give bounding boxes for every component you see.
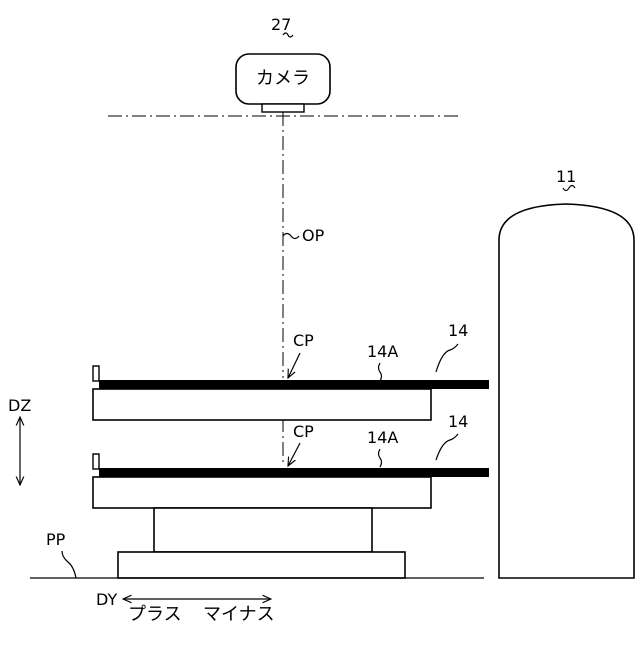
camera: 27 カメラ [236, 15, 330, 112]
lower-surface-leader [379, 449, 382, 467]
upper-table-top-plate [99, 380, 489, 389]
table-pedestal [118, 552, 405, 578]
lower-center-point-arrow [288, 443, 300, 466]
column-leader-line [563, 186, 575, 191]
upper-table-stopper [93, 366, 99, 381]
column-body [499, 204, 634, 578]
lower-table-leader [436, 434, 458, 460]
lower-center-point-label: CP [293, 422, 314, 441]
dy-minus-label: マイナス [203, 604, 275, 625]
optical-axis-label: OP [302, 226, 325, 245]
upper-center-point-arrow [288, 353, 300, 378]
lower-table-ref: 14 [448, 412, 468, 431]
table-support-column [154, 508, 372, 552]
column-ref-number: 11 [556, 167, 576, 186]
vertical-direction: DZ [8, 396, 31, 485]
lower-table-stopper [93, 454, 99, 469]
horizontal-direction: DY プラス マイナス [96, 590, 275, 625]
dy-plus-label: プラス [128, 604, 182, 625]
lower-table-top-plate [99, 468, 489, 477]
floor-leader [62, 551, 76, 578]
lower-table-base [93, 477, 431, 508]
camera-ref-number: 27 [271, 15, 291, 34]
camera-label: カメラ [256, 68, 310, 89]
lower-surface-ref: 14A [367, 428, 398, 447]
dz-label: DZ [8, 396, 31, 415]
floor-label: PP [46, 530, 66, 549]
camera-lens [262, 104, 304, 112]
column: 11 [499, 167, 634, 578]
upper-center-point-label: CP [293, 331, 314, 350]
upper-surface-ref: 14A [367, 342, 398, 361]
upper-table-ref: 14 [448, 321, 468, 340]
lower-table: CP 14A 14 [93, 412, 489, 578]
upper-table-base [93, 389, 431, 420]
dy-label: DY [96, 590, 117, 609]
upper-table-leader [436, 344, 458, 372]
upper-table: CP 14A 14 [93, 321, 489, 420]
op-leader-line [283, 234, 299, 239]
upper-surface-leader [379, 363, 382, 381]
